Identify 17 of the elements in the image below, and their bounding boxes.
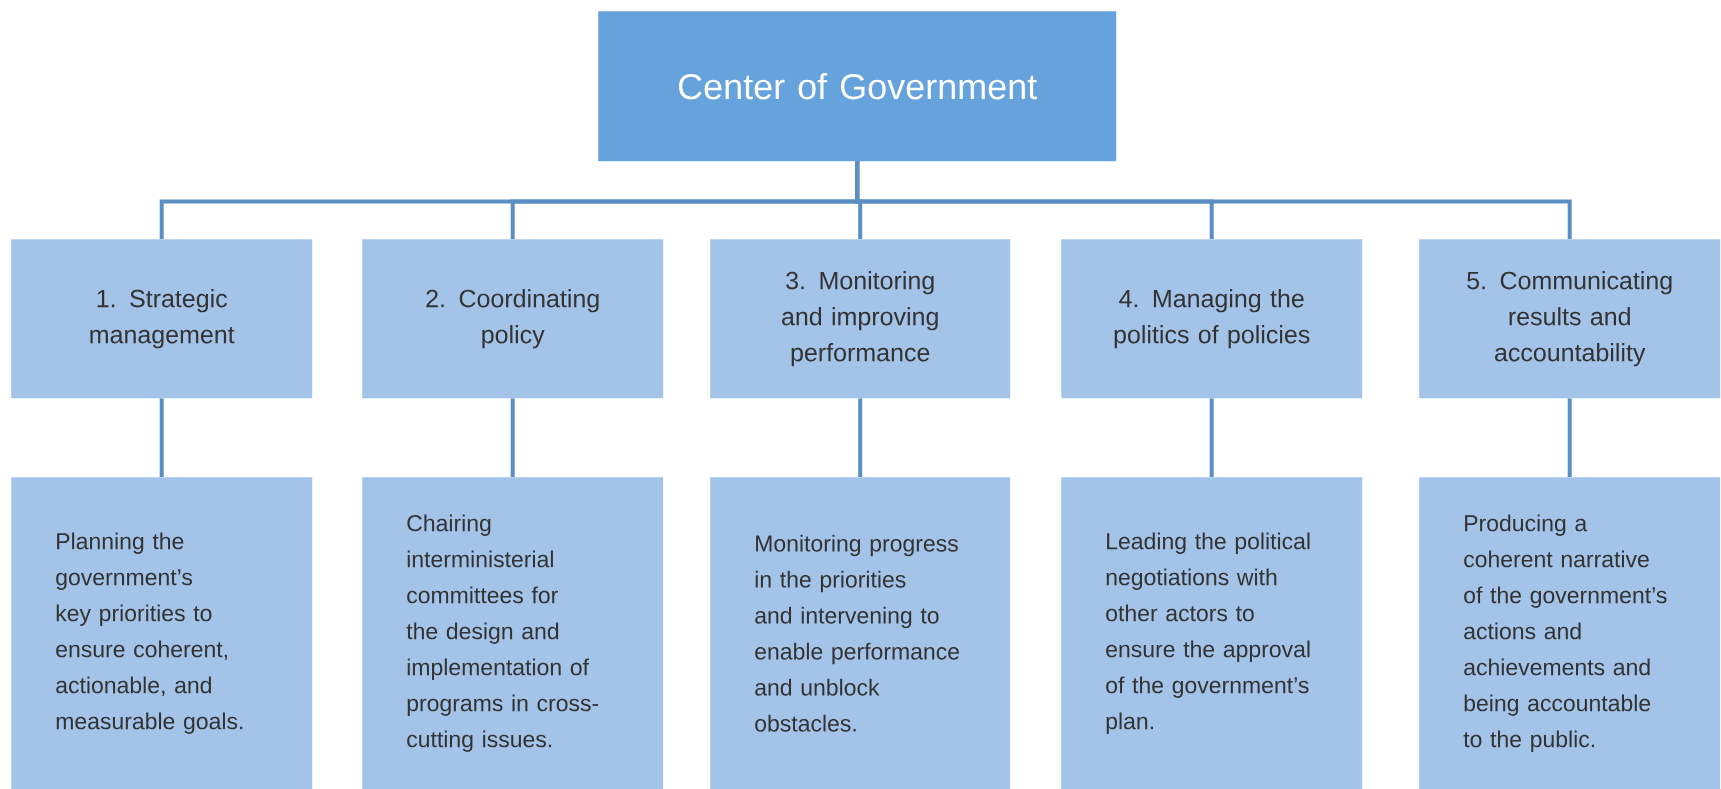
- description-box: Producing a coherent narrative of the government’s actions and achievements and being accountable to the public.: [1419, 477, 1721, 789]
- connector-line: [858, 398, 863, 477]
- connector-line: [1567, 398, 1572, 477]
- category-box: 5. Communicating results and accountability: [1419, 239, 1721, 399]
- description-box: Planning the government’s key priorities to ensure coherent, actionable, and measurable goals.: [11, 477, 313, 789]
- description-box: Leading the political negotiations with other actors to ensure the approval of the government’s plan.: [1061, 477, 1363, 789]
- description-box: Monitoring progress in the priorities and intervening to enable performance and unblock obstacles.: [710, 477, 1011, 789]
- category-box: 4. Managing the politics of policies: [1061, 239, 1363, 399]
- title-box: Center of Government: [598, 11, 1117, 162]
- description-box: Chairing interministerial committees for the design and implementation of programs in cross-cutting issues.: [362, 477, 664, 789]
- connector-line: [855, 161, 1572, 239]
- connector-line: [159, 398, 164, 477]
- connector-line: [1209, 398, 1214, 477]
- category-box: 3. Monitoring and improving performance: [710, 239, 1011, 399]
- category-box: 2. Coordinating policy: [362, 239, 664, 399]
- category-box: 1. Strategic management: [11, 239, 313, 399]
- connector-line: [510, 398, 515, 477]
